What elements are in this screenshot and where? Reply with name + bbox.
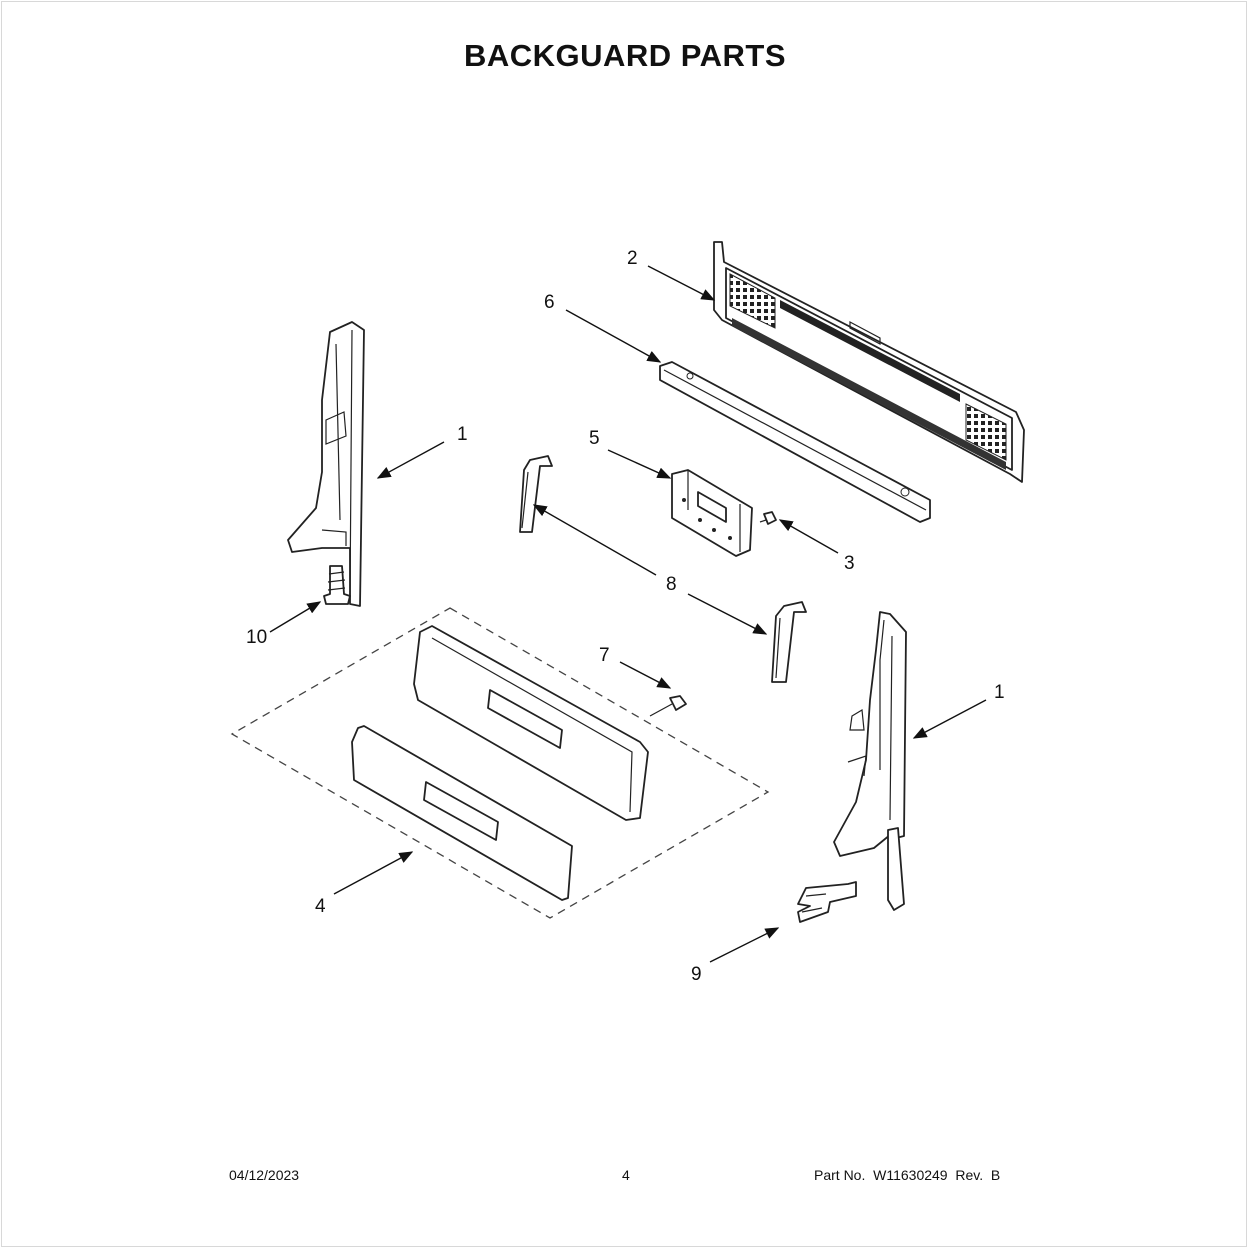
diagram-title: BACKGUARD PARTS [463,38,787,73]
callout-8: 8 [666,574,677,595]
footer-date: 04/12/2023 [229,1167,300,1183]
callout-1-left: 1 [457,424,468,445]
part-4-overlay [351,725,573,901]
part-10-screw [323,565,351,605]
callout-6: 6 [544,292,555,313]
callout-9: 9 [691,964,702,985]
part-3-screw [759,511,777,525]
callout-3: 3 [844,553,855,574]
callout-1-right: 1 [994,682,1005,703]
callout-4: 4 [315,896,326,917]
assembly-outline [230,607,770,919]
callout-10: 10 [246,627,267,648]
part-4-control-panel [413,625,649,821]
footer-part-number: Part No. W11630249 Rev. B [814,1167,1001,1183]
part-8-clip-left [519,455,553,533]
leader-lines [269,265,987,963]
part-6-bracket [659,361,931,523]
callout-2: 2 [627,248,638,269]
callout-5: 5 [589,428,600,449]
part-8-clip-right [771,601,807,683]
footer-page-number: 4 [622,1167,630,1183]
part-2-rear-panel [713,241,1025,483]
part-1-left-endcap [287,321,365,607]
part-1-right-endcap [833,611,907,911]
callout-7: 7 [599,645,610,666]
part-5-control-board [671,469,753,557]
part-9-bracket [797,881,857,923]
part-7-screw [649,695,687,717]
